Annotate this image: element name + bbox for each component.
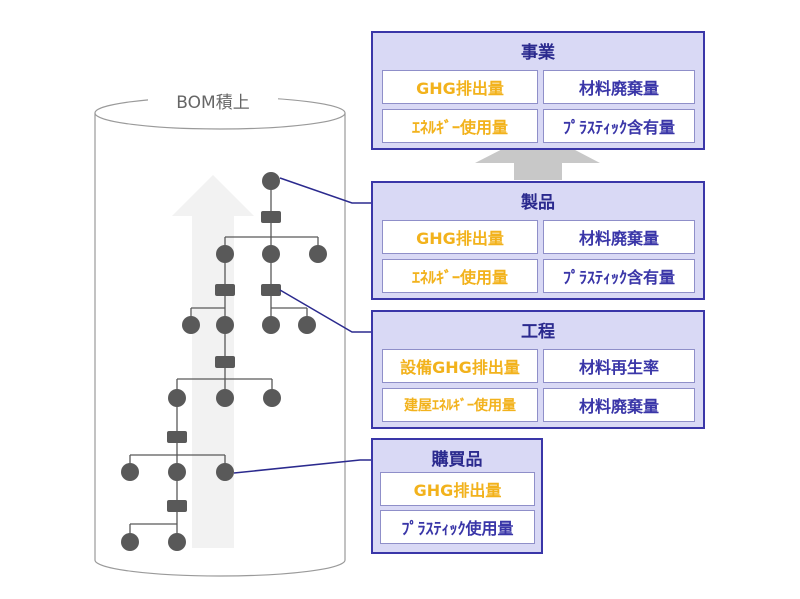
tree-node <box>168 533 186 551</box>
cell-material-waste: 材料廃棄量 <box>543 220 695 254</box>
rollup-arrow <box>475 140 600 180</box>
callout-product <box>279 177 372 204</box>
panel-process-title: 工程 <box>521 322 555 342</box>
tree-connector <box>215 356 235 368</box>
tree-connector <box>261 211 281 223</box>
tree-node <box>309 245 327 263</box>
callout-process <box>279 289 372 333</box>
tree-node <box>216 245 234 263</box>
cell-plastic-content: ﾌﾟﾗｽﾃｨｯｸ含有量 <box>543 109 695 143</box>
panel-business-title: 事業 <box>521 43 555 63</box>
cell-material-waste: 材料廃棄量 <box>543 388 695 422</box>
tree-connector <box>167 431 187 443</box>
panel-product-title: 製品 <box>521 193 555 213</box>
cell-ghg-emissions: GHG排出量 <box>382 220 538 254</box>
tree-connector <box>167 500 187 512</box>
cell-plastic-usage: ﾌﾟﾗｽﾃｨｯｸ使用量 <box>380 510 535 544</box>
tree-node <box>262 172 280 190</box>
tree-node <box>168 463 186 481</box>
cell-energy-usage: ｴﾈﾙｷﾞｰ使用量 <box>382 259 538 293</box>
tree-node <box>263 389 281 407</box>
callout-lines <box>233 177 372 474</box>
cell-plastic-content: ﾌﾟﾗｽﾃｨｯｸ含有量 <box>543 259 695 293</box>
tree-node <box>262 245 280 263</box>
cell-building-energy: 建屋ｴﾈﾙｷﾞｰ使用量 <box>382 388 538 422</box>
cell-energy-usage: ｴﾈﾙｷﾞｰ使用量 <box>382 109 538 143</box>
panel-business: 事業 GHG排出量 材料廃棄量 ｴﾈﾙｷﾞｰ使用量 ﾌﾟﾗｽﾃｨｯｸ含有量 <box>371 31 705 150</box>
panel-product: 製品 GHG排出量 材料廃棄量 ｴﾈﾙｷﾞｰ使用量 ﾌﾟﾗｽﾃｨｯｸ含有量 <box>371 181 705 300</box>
tree-node <box>121 533 139 551</box>
panel-purchased: 購買品 GHG排出量 ﾌﾟﾗｽﾃｨｯｸ使用量 <box>371 438 543 554</box>
panel-purchased-title: 購買品 <box>431 450 483 470</box>
tree-node <box>216 316 234 334</box>
tree-node <box>298 316 316 334</box>
tree-node <box>216 389 234 407</box>
callout-purchased <box>233 459 372 474</box>
tree-node <box>216 463 234 481</box>
tree-nodes <box>121 172 327 551</box>
cell-material-recycling-rate: 材料再生率 <box>543 349 695 383</box>
cell-material-waste: 材料廃棄量 <box>543 70 695 104</box>
tree-node <box>168 389 186 407</box>
cell-equipment-ghg: 設備GHG排出量 <box>382 349 538 383</box>
tree-connector <box>261 284 281 296</box>
tree-node <box>121 463 139 481</box>
bom-title: BOM積上 <box>148 88 278 113</box>
tree-node <box>182 316 200 334</box>
tree-connector <box>215 284 235 296</box>
cell-ghg-emissions: GHG排出量 <box>382 70 538 104</box>
panel-process: 工程 設備GHG排出量 材料再生率 建屋ｴﾈﾙｷﾞｰ使用量 材料廃棄量 <box>371 310 705 429</box>
tree-node <box>262 316 280 334</box>
cell-ghg-emissions: GHG排出量 <box>380 472 535 506</box>
